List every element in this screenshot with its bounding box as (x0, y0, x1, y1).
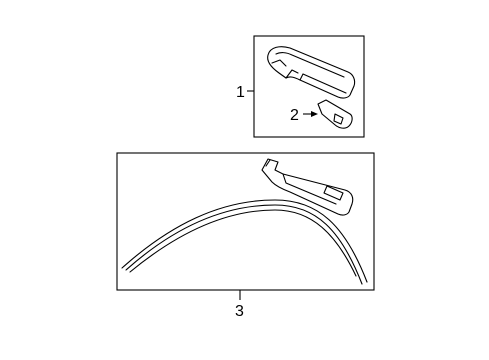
lower-parts-frame (116, 152, 375, 291)
callout-2-label: 2 (290, 107, 299, 124)
seal-strip-part-3[interactable] (121, 199, 368, 285)
bracket-part-2[interactable] (317, 99, 353, 129)
upper-parts-frame (253, 35, 365, 138)
lamp-housing-part-1[interactable] (267, 46, 356, 99)
harness-clip-part-3[interactable] (261, 158, 354, 216)
callout-3-label: 3 (235, 303, 244, 320)
callout-2-arrow (303, 111, 318, 117)
callout-1-label: 1 (236, 84, 245, 101)
